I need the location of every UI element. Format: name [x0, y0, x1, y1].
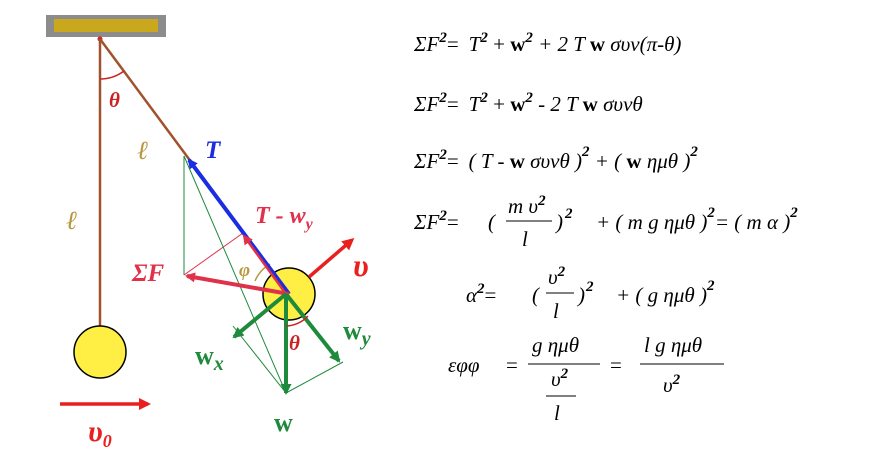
- equation-4: ΣF2= ( m υ2 l ) 2 + ( m g ημθ )2= ( m α …: [413, 193, 798, 251]
- svg-text:υ2: υ2: [663, 372, 681, 397]
- svg-text:l: l: [553, 299, 559, 323]
- velocity-label: υ: [353, 247, 369, 283]
- bob-rest: [73, 325, 127, 379]
- construct-line-3: [183, 155, 287, 394]
- ell-label-lower: ℓ: [66, 206, 77, 235]
- construct-line-5: [285, 361, 344, 394]
- svg-text:+ ( g ημθ )2: + ( g ημθ )2: [616, 278, 715, 307]
- ell-label-upper: ℓ: [137, 136, 148, 165]
- equation-6: εφφ = g ημθ υ2 l = l g ημθ υ2: [448, 333, 724, 425]
- svg-text:υ2: υ2: [551, 366, 569, 391]
- equation-1: ΣF2=T2 + w2 + 2 T w συν(π-θ): [413, 30, 681, 56]
- sigmaF-arrow: [185, 272, 290, 296]
- phi-label: φ: [239, 260, 250, 281]
- construct-line-2: [183, 232, 244, 276]
- wy-arrow: [284, 292, 341, 363]
- velocity-arrow: [307, 238, 355, 279]
- svg-text:2: 2: [564, 206, 573, 222]
- svg-text:): ): [577, 283, 585, 307]
- svg-text:(: (: [532, 283, 541, 307]
- svg-text:εφφ: εφφ: [448, 353, 480, 377]
- support-inner: [54, 19, 158, 32]
- t-minus-wy-arrow: [242, 234, 288, 295]
- wx-label: wx: [195, 341, 224, 375]
- svg-text:=: =: [506, 353, 518, 377]
- construct-line-4: [232, 325, 287, 394]
- theta-arc-top: [99, 70, 125, 80]
- theta-label-top: θ: [109, 88, 120, 112]
- svg-text:=: =: [610, 353, 622, 377]
- svg-text:g ημθ: g ημθ: [532, 333, 579, 357]
- equation-5: α2= ( υ2 l ) 2 + ( g ημθ )2: [466, 264, 715, 323]
- theta-label-bob: θ: [289, 331, 300, 355]
- svg-text:υ2: υ2: [548, 264, 566, 289]
- svg-text:ΣF2=: ΣF2=: [413, 208, 459, 234]
- svg-text:l g ημθ: l g ημθ: [644, 333, 702, 357]
- equation-3: ΣF2=( T - w συνθ )2 + ( w ημθ )2: [413, 144, 698, 173]
- wx-arrow: [232, 292, 288, 339]
- svg-text:2: 2: [585, 279, 594, 295]
- t-minus-wy-label: T - wy: [255, 203, 314, 233]
- svg-text:(: (: [488, 210, 497, 234]
- sigmaF-label: ΣF: [131, 260, 164, 287]
- wy-label: wy: [343, 316, 371, 350]
- tension-arrow: [187, 158, 291, 296]
- svg-text:l: l: [522, 227, 528, 251]
- theta-arc-bob: [285, 315, 309, 327]
- svg-text:+ ( m g ημθ )2= ( m α )2: + ( m g ημθ )2= ( m α )2: [596, 205, 798, 234]
- equation-2: ΣF2=T2 + w2 - 2 T w συνθ: [413, 90, 643, 116]
- svg-text:m υ2: m υ2: [508, 193, 546, 218]
- svg-text:): ): [555, 210, 563, 234]
- svg-text:l: l: [554, 401, 560, 425]
- tension-label: T: [205, 137, 222, 164]
- v0-label: υ0: [88, 415, 112, 451]
- svg-text:α2=: α2=: [466, 281, 496, 307]
- weight-label: w: [274, 408, 293, 437]
